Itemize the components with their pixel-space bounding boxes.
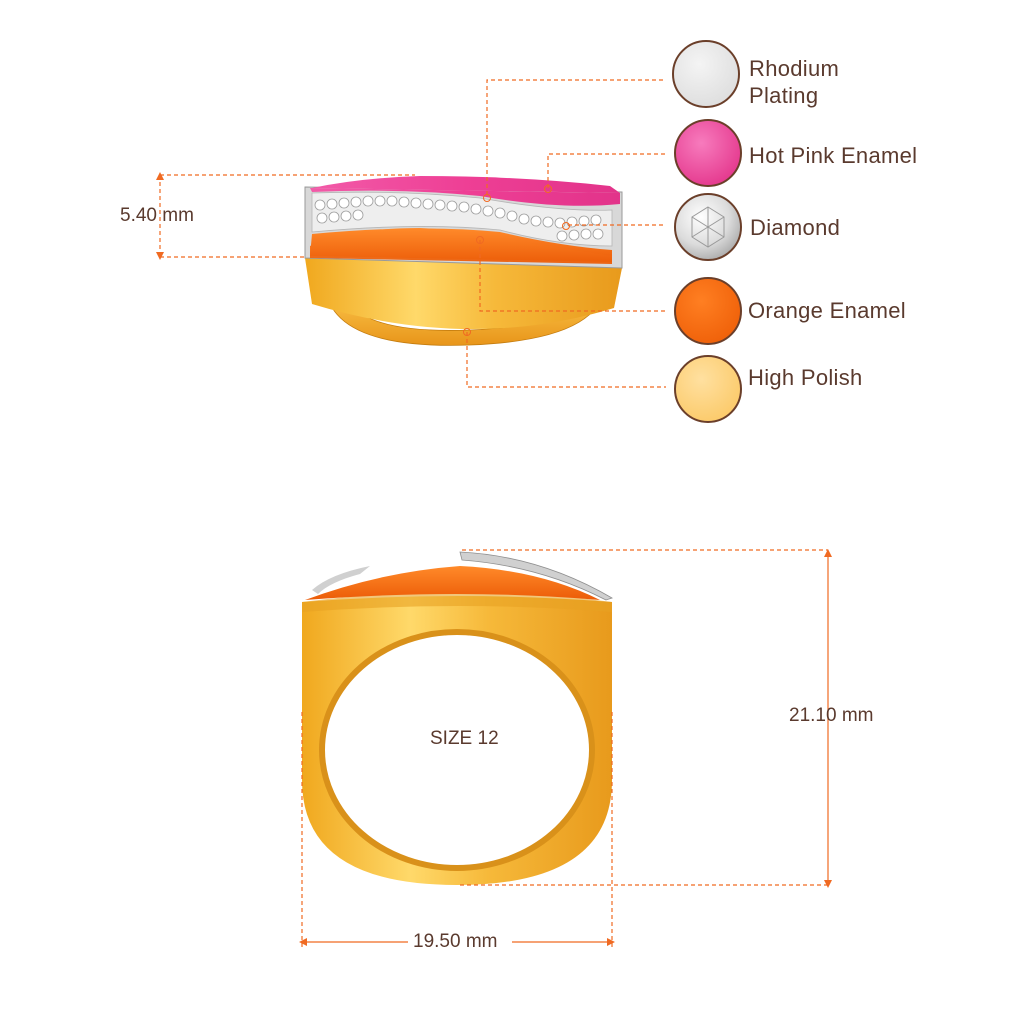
- dimension-arrowheads: [156, 172, 832, 946]
- rhodium-swatch-icon: [672, 40, 740, 108]
- leader-markers: [463, 185, 570, 336]
- dimension-height-front: 21.10 mm: [789, 705, 874, 726]
- high-polish-swatch-icon: [674, 355, 742, 423]
- pink-enamel-swatch-icon: [674, 119, 742, 187]
- legend-label-orange-enamel: Orange Enamel: [748, 298, 906, 323]
- dimension-width-front: 19.50 mm: [413, 931, 498, 952]
- dimension-lines: [159, 79, 829, 948]
- dimension-height-top: 5.40 mm: [120, 205, 194, 226]
- legend-label-diamond: Diamond: [750, 215, 841, 240]
- legend-label-high-polish: High Polish: [748, 365, 863, 390]
- legend-label-hot-pink: Hot Pink Enamel: [749, 143, 918, 168]
- ring-inner-opening: [319, 629, 595, 871]
- diamond-facets: [691, 206, 725, 248]
- ring-size-label: SIZE 12: [430, 728, 499, 749]
- ring-top-view: [304, 176, 623, 346]
- orange-enamel-swatch-icon: [674, 277, 742, 345]
- legend-label-rhodium: Rhodium Plating: [749, 56, 840, 108]
- ring-front-view: [302, 551, 613, 885]
